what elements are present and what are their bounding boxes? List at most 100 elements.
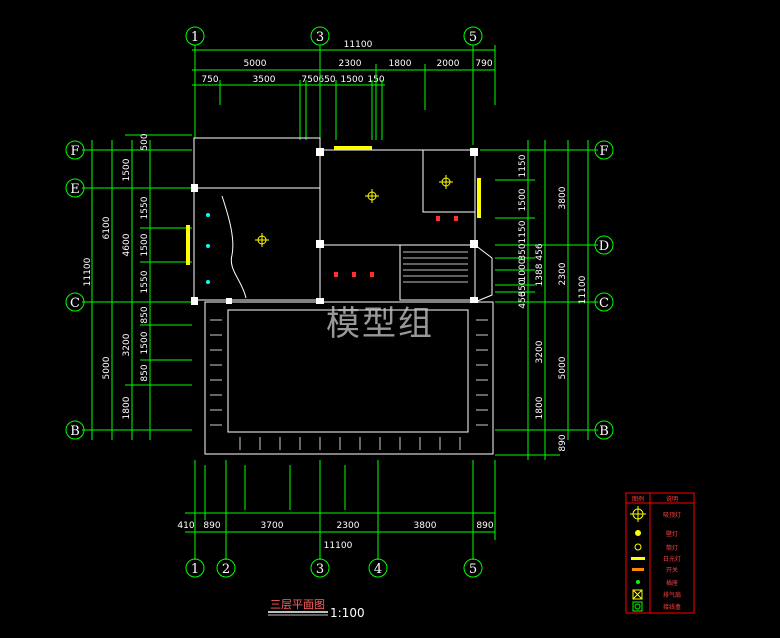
dim-top-r3-0: 750 <box>201 75 218 85</box>
dim-bottom-0: 410 <box>177 521 194 531</box>
dim-bottom-2: 3700 <box>261 521 284 531</box>
dim-left-c4-6: 1500 <box>140 331 150 354</box>
fluorescent-light-icon <box>631 557 645 560</box>
svg-text:筒灯: 筒灯 <box>666 544 678 552</box>
svg-text:接线盒: 接线盒 <box>663 603 681 611</box>
roof-terrace <box>204 301 494 455</box>
axis-circle-right-D <box>594 235 614 255</box>
dim-right-c1-10: 1800 <box>535 396 545 419</box>
axis-label-bottom-3: 3 <box>316 562 324 577</box>
watermark: 模型组 <box>326 304 434 344</box>
legend-row-spot-light: 筒灯 <box>634 543 678 552</box>
axis-label-left-B: B <box>70 424 80 439</box>
room-west <box>193 187 321 301</box>
axis-label-left-F: F <box>70 144 79 159</box>
legend-header-desc: 说明 <box>666 495 678 503</box>
dim-top-r3-1: 3500 <box>253 75 276 85</box>
axis-label-top-1: 1 <box>191 30 199 45</box>
dim-left-c4-7: 850 <box>140 364 150 381</box>
dim-right-c2-1: 2300 <box>558 262 568 285</box>
columns <box>191 148 478 305</box>
drawing-scale: 1:100 <box>330 606 365 620</box>
dim-left-c4-2: 1550 <box>140 196 150 219</box>
dim-bottom-3: 2300 <box>337 521 360 531</box>
dim-top-r2-3: 2000 <box>437 59 460 69</box>
legend-header-icon: 图例 <box>632 495 644 503</box>
dim-left-total: 11100 <box>83 257 93 286</box>
ceiling-lights <box>255 175 453 247</box>
dim-left-c3-2: 1800 <box>122 396 132 419</box>
dim-left-c2-1: 5000 <box>102 356 112 379</box>
room-small-east <box>422 149 476 213</box>
floor-plan <box>186 137 494 455</box>
room-northwest <box>193 137 321 189</box>
dim-right-c1-1: 1500 <box>518 188 528 211</box>
legend-row-junction-box: 接线盒 <box>632 601 681 612</box>
stairwell <box>399 244 476 301</box>
legend-row-exhaust-fan: 排气扇 <box>632 589 681 600</box>
axis-label-bottom-2: 2 <box>222 562 230 577</box>
wall-fixtures <box>206 213 210 284</box>
dim-right-c1-5: 350 <box>518 279 528 296</box>
bottom-dimensions: 410 890 3700 2300 3800 890 11100 1 2 3 4… <box>177 460 496 578</box>
drawing-title: 三层平面图 <box>270 598 325 611</box>
dim-left-c3-1: 3200 <box>122 333 132 356</box>
dim-right-c2-0: 3800 <box>558 186 568 209</box>
axis-label-left-C: C <box>70 296 80 311</box>
dim-right-c1-4: 1000 <box>518 258 528 281</box>
axis-circle-right-B <box>594 420 614 440</box>
dim-right-c1-8: 456 <box>518 291 528 308</box>
top-dimensions: 1 3 5 11100 5000 2300 1800 2000 790 750 … <box>185 26 496 145</box>
axis-label-bottom-5: 5 <box>469 562 477 577</box>
dim-bottom-4: 3800 <box>414 521 437 531</box>
svg-text:排气扇: 排气扇 <box>663 591 681 599</box>
dim-top-r3-4: 1500 <box>341 75 364 85</box>
dim-top-r2-1: 2300 <box>339 59 362 69</box>
junction-box-icon <box>632 601 643 612</box>
dim-right-c2-2: 5000 <box>558 356 568 379</box>
legend-row-ceiling-light: 吸顶灯 <box>630 506 681 522</box>
dim-right-c1-0: 1150 <box>518 154 528 177</box>
dim-left-c4-3: 1500 <box>140 233 150 256</box>
dim-top-r2-0: 5000 <box>244 59 267 69</box>
dim-left-c4-5: 850 <box>140 306 150 323</box>
axis-circle-right-C <box>594 292 614 312</box>
axis-circle-bottom-5 <box>463 558 483 578</box>
axis-label-right-F: F <box>599 144 608 159</box>
dim-bottom-1: 890 <box>203 521 220 531</box>
axis-circle-bottom-4 <box>368 558 388 578</box>
dim-right-c1-9: 3200 <box>535 340 545 363</box>
dim-left-c4-4: 1550 <box>140 270 150 293</box>
axis-label-right-D: D <box>599 239 609 254</box>
axis-label-right-C: C <box>599 296 609 311</box>
axis-label-bottom-1: 1 <box>191 562 199 577</box>
axis-label-top-5: 5 <box>469 30 477 45</box>
dim-top-r2-4: 790 <box>475 59 492 69</box>
spot-light-icon <box>634 543 642 551</box>
svg-text:壁灯: 壁灯 <box>666 530 678 538</box>
room-northeast <box>319 149 476 246</box>
curtain-line <box>221 195 247 299</box>
dim-top-r3-2: 750 <box>301 75 318 85</box>
dim-left-c2-0: 6100 <box>102 216 112 239</box>
axis-label-bottom-4: 4 <box>374 562 382 577</box>
legend-row-socket: 插座 <box>636 579 678 587</box>
wall-light-icon <box>635 530 641 536</box>
dim-left-c4-1: 1500 <box>122 158 132 181</box>
axis-circle-left-B <box>65 420 85 440</box>
legend-table: 图例 说明 吸顶灯 壁灯 筒灯 日光灯 开关 插座 <box>625 492 695 614</box>
axis-circle-left-F <box>65 140 85 160</box>
dim-right-c1-3: 350 <box>518 243 528 260</box>
axis-circle-right-F <box>594 140 614 160</box>
windows <box>186 146 481 265</box>
stair-treads <box>403 251 468 283</box>
dim-left-c4-0: 500 <box>140 133 150 150</box>
axis-circle-left-C <box>65 292 85 312</box>
parapet-hatch <box>210 319 488 450</box>
dim-bottom-total: 11100 <box>324 541 353 551</box>
axis-label-right-B: B <box>599 424 609 439</box>
dim-right-c1-2: 1150 <box>518 220 528 243</box>
exhaust-fan-icon <box>632 589 643 600</box>
sockets <box>334 216 458 277</box>
